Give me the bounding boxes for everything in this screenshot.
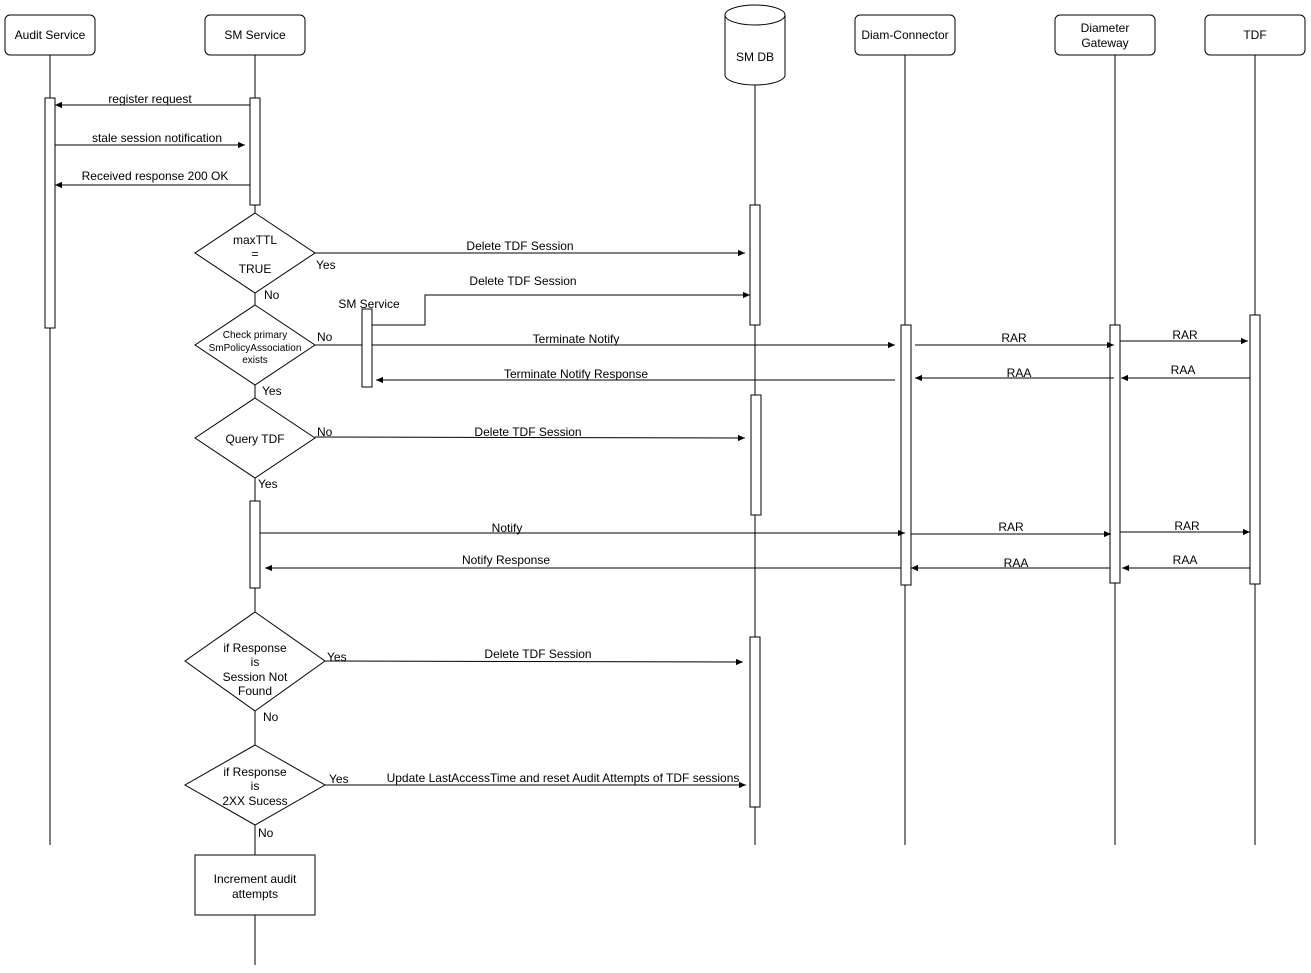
participant-gw-label-line1: Diameter (1081, 21, 1130, 35)
branch-d3-no: No (317, 425, 333, 439)
msg-delete-tdf-4 (324, 658, 744, 666)
branch-d2-yes: Yes (262, 384, 282, 398)
msg-raa3-label: RAA (1004, 556, 1029, 570)
msg-delete1-label: Delete TDF Session (466, 239, 573, 253)
activation-smdb-1 (749, 204, 761, 326)
decision-snf-line2: is (251, 655, 260, 669)
decision-2xx-line2: is (251, 779, 260, 793)
msg-raa2-label: RAA (1171, 363, 1196, 377)
process-increment-audit (194, 854, 316, 916)
branch-d4-no: No (263, 710, 279, 724)
decision-snf-line3: Session Not (223, 670, 288, 684)
participant-audit-label: Audit Service (15, 28, 86, 42)
decision-check-primary (194, 304, 316, 386)
decision-maxttl-line3: TRUE (239, 262, 272, 276)
branch-d4-yes: Yes (327, 650, 347, 664)
msg-notify-resp-label: Notify Response (462, 553, 550, 567)
msg-update-label: Update LastAccessTime and reset Audit At… (387, 771, 740, 785)
decision-2xx-line1: if Response (223, 765, 287, 779)
msg-received-label: Received response 200 OK (82, 169, 229, 183)
msg-terminate-resp-label: Terminate Notify Response (504, 367, 648, 381)
msg-register-label: register request (108, 92, 192, 106)
decision-2xx-line3: 2XX Sucess (222, 794, 287, 808)
process-line2: attempts (232, 887, 278, 901)
msg-terminate-label: Terminate Notify (533, 332, 620, 346)
participant-smdb-label: SM DB (736, 50, 774, 64)
participant-sm-label: SM Service (224, 28, 286, 42)
activation-tdf (1249, 314, 1261, 585)
decision-check-line2: SmPolicyAssociation (209, 343, 302, 354)
branch-d1-yes: Yes (316, 258, 336, 272)
sm-service-inner-label: SM Service (338, 297, 400, 311)
activation-sm-1 (249, 97, 261, 206)
branch-d2-no: No (317, 330, 333, 344)
msg-delete4-label: Delete TDF Session (484, 647, 591, 661)
msg-delete2-label: Delete TDF Session (469, 274, 576, 288)
participant-tdf-label: TDF (1243, 28, 1266, 42)
decision-query-tdf (194, 397, 316, 479)
msg-rar1-label: RAR (1001, 331, 1027, 345)
decision-snf-line4: Found (238, 684, 272, 698)
participant-audit-service: Audit Service (4, 14, 96, 56)
msg-rar3-label: RAR (998, 520, 1024, 534)
activation-audit (44, 97, 56, 329)
participant-sm-service: SM Service (204, 14, 306, 56)
msg-delete-tdf-2 (372, 291, 750, 326)
participant-diameter-gateway: Diameter Gateway (1054, 14, 1156, 56)
decision-check-line1: Check primary (223, 330, 287, 341)
activation-sm-2 (249, 500, 261, 589)
participant-diam-connector: Diam-Connector (854, 14, 956, 56)
decision-check-line3: exists (242, 355, 268, 366)
msg-rar4-label: RAR (1174, 519, 1200, 533)
branch-d5-yes: Yes (329, 772, 349, 786)
decision-maxttl-line1: maxTTL (233, 233, 277, 247)
activation-smdb-2 (750, 394, 762, 516)
msg-raa1-label: RAA (1007, 366, 1032, 380)
participant-diam-label: Diam-Connector (861, 28, 948, 42)
process-line1: Increment audit (214, 872, 297, 886)
decision-maxttl-line2: = (251, 247, 258, 261)
msg-notify-label: Notify (492, 521, 523, 535)
decision-snf-line1: if Response (223, 641, 287, 655)
msg-stale-label: stale session notification (92, 131, 222, 145)
participant-tdf: TDF (1204, 14, 1306, 56)
branch-d3-yes: Yes (258, 477, 278, 491)
msg-delete3-label: Delete TDF Session (474, 425, 581, 439)
activation-gateway (1109, 324, 1121, 584)
branch-d1-no: No (264, 288, 280, 302)
activation-diam (900, 324, 912, 586)
participant-gw-label-line2: Gateway (1081, 36, 1128, 50)
decision-2xx-success (183, 744, 327, 826)
branch-d5-no: No (258, 826, 274, 840)
participant-sm-db: SM DB (724, 4, 786, 86)
decision-maxttl (194, 212, 316, 294)
activation-sm-inner (361, 308, 373, 388)
msg-raa4-label: RAA (1173, 553, 1198, 567)
activation-smdb-3 (749, 636, 761, 808)
decision-query-label: Query TDF (225, 432, 284, 446)
msg-rar2-label: RAR (1172, 328, 1198, 342)
msg-delete-tdf-3 (314, 434, 746, 442)
decision-session-not-found (184, 611, 326, 712)
